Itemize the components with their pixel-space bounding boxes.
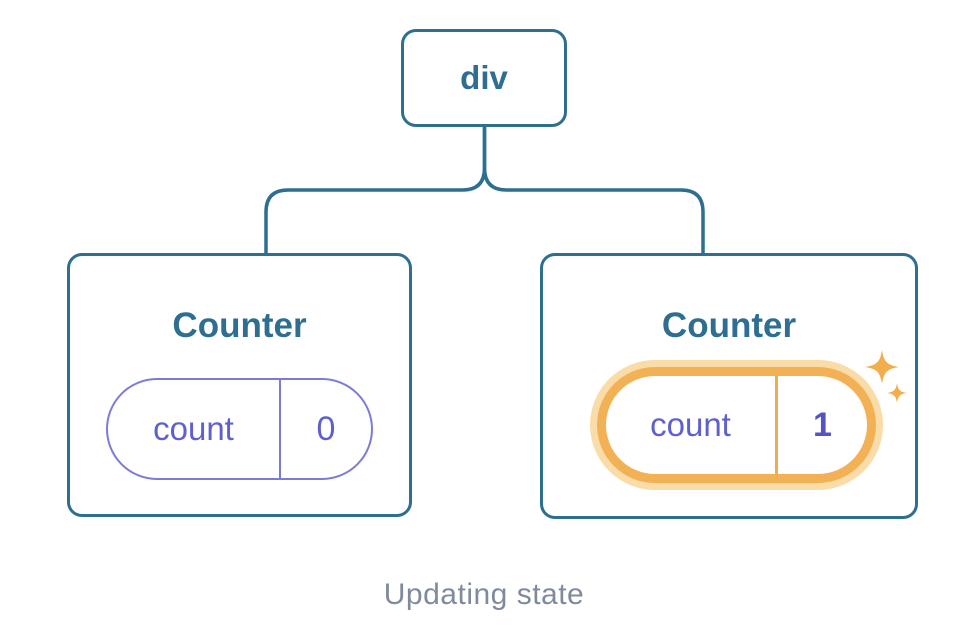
- state-value: 1: [813, 405, 832, 444]
- state-key-label: count: [606, 376, 778, 474]
- sparkle-icon: [865, 350, 907, 403]
- div-node-label: div: [460, 59, 508, 96]
- diagram-caption: Updating state: [383, 578, 585, 611]
- state-key-label: count: [108, 380, 281, 478]
- state-value: 0: [316, 409, 336, 448]
- tree-node-div: div: [401, 29, 567, 127]
- state-pill: count 0: [106, 378, 373, 480]
- counter-node-right: Counter count 1: [540, 253, 918, 519]
- state-pill-highlighted: count 1: [590, 360, 883, 490]
- counter-title: Counter: [661, 306, 797, 345]
- state-pill: count 1: [606, 376, 867, 474]
- counter-node-left: Counter count 0: [67, 253, 412, 517]
- state-pill-ring: count 1: [597, 367, 876, 483]
- counter-title: Counter: [172, 306, 307, 345]
